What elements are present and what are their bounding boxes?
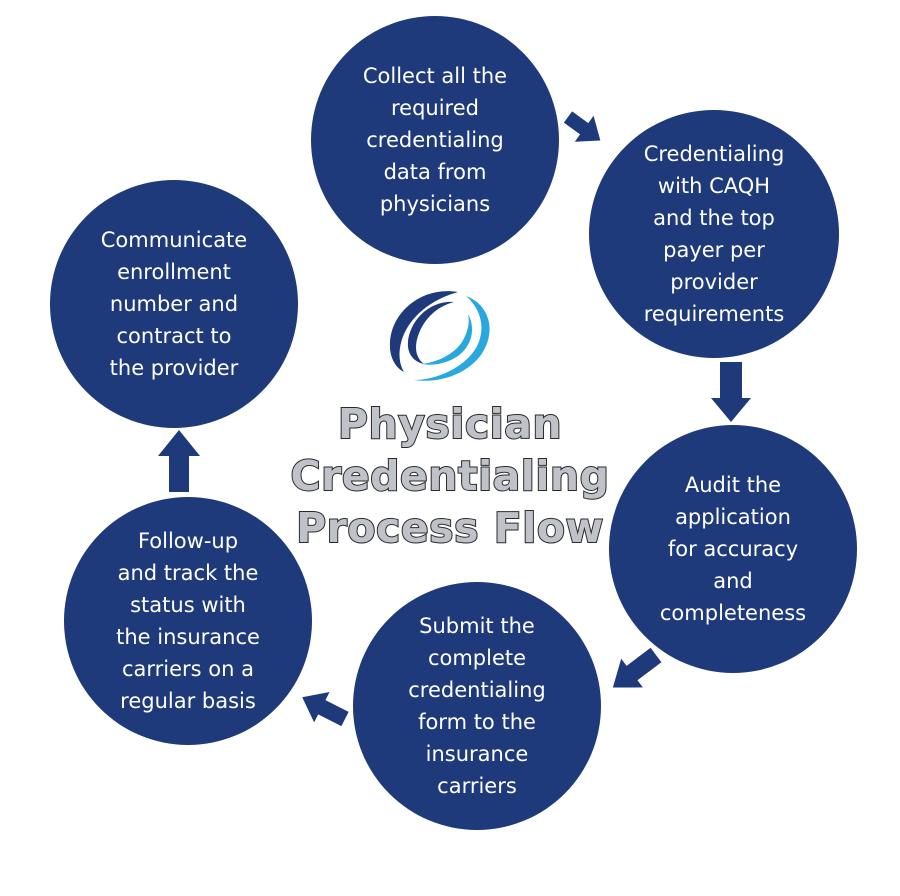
arrow-step4-to-step5 [302,692,349,727]
step-submit-form: Submit the complete credentialing form t… [353,582,601,830]
step-communicate-enrollment-text: Communicate enrollment number and contra… [100,228,248,380]
step-credentialing-caqh-text: Credentialing with CAQH and the top paye… [643,142,785,326]
step-submit-form-text: Submit the complete credentialing form t… [408,614,546,798]
step-audit-application-text: Audit the application for accuracy and c… [659,473,807,625]
step-communicate-enrollment: Communicate enrollment number and contra… [50,180,298,428]
logo-light-inner [422,314,473,365]
step-audit-application: Audit the application for accuracy and c… [609,425,857,673]
step-follow-up-text: Follow-up and track the status with the … [116,529,260,713]
logo-light-swoosh [414,296,490,381]
step-collect-data-text: Collect all the required credentialing d… [362,64,508,216]
step-credentialing-caqh: Credentialing with CAQH and the top paye… [589,110,839,358]
globe-swoosh-logo [389,291,490,381]
step-collect-data: Collect all the required credentialing d… [311,16,559,264]
arrow-step3-to-step4 [612,647,662,688]
logo-dark-ring [407,301,454,364]
diagram-title: Physician Credentialing Process Flow [290,399,610,553]
step-follow-up: Follow-up and track the status with the … [64,497,312,745]
arrow-step2-to-step3 [711,362,751,422]
logo-dark-swoosh [389,291,458,372]
arrow-step5-to-step6 [158,430,200,492]
arrow-step1-to-step2 [563,111,601,142]
